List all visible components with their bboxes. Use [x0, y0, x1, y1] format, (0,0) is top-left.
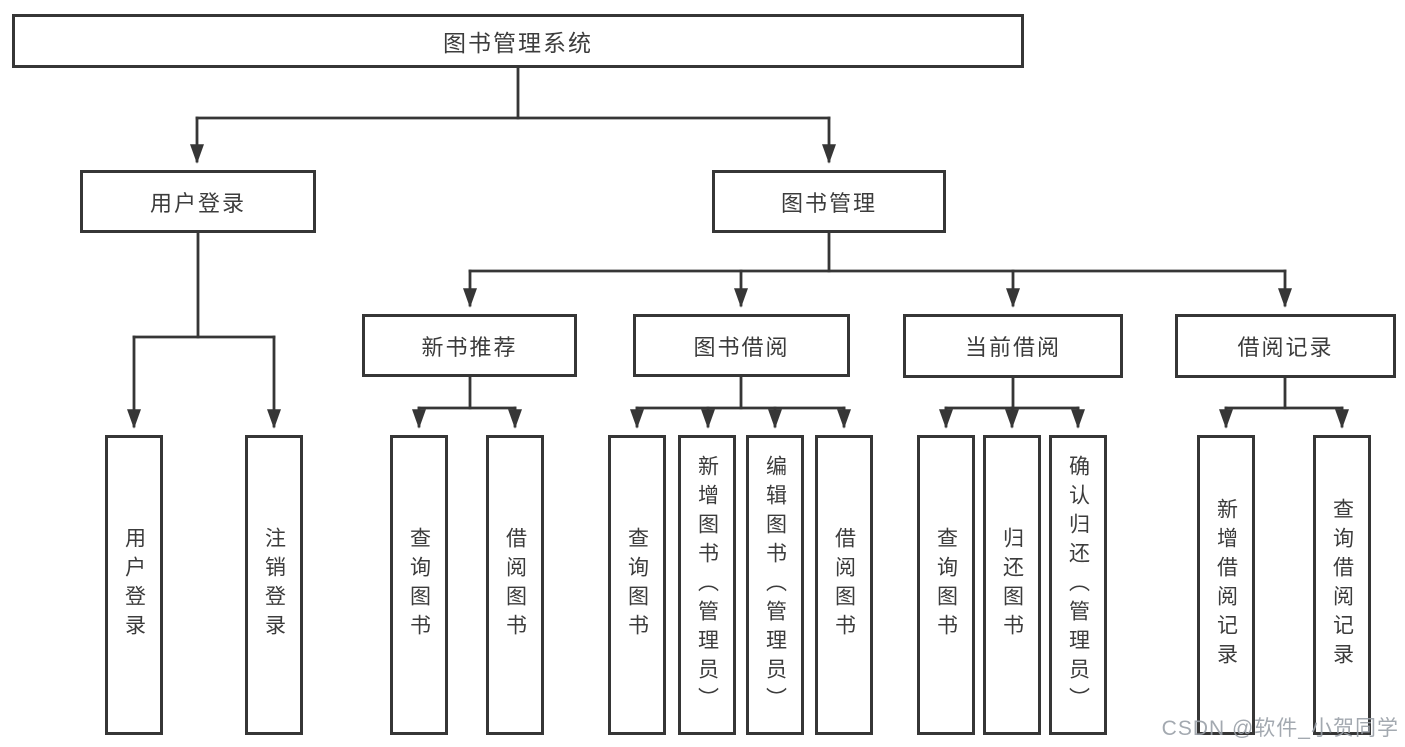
node-user-login-label: 用户登录 [149, 190, 246, 216]
node-leaf-add-borrow-record-label: 新增借阅记录 [1214, 498, 1238, 672]
node-leaf-borrow-books-borrowing: 借阅图书 [815, 435, 873, 735]
node-new-book-recommend: 新书推荐 [362, 314, 577, 377]
node-current-borrowing: 当前借阅 [903, 314, 1123, 378]
node-root-system: 图书管理系统 [12, 14, 1024, 68]
node-book-management-label: 图书管理 [780, 190, 877, 216]
node-user-login: 用户登录 [80, 170, 316, 233]
node-leaf-logout: 注销登录 [245, 435, 303, 735]
node-leaf-confirm-return-admin: 确认归还（管理员） [1049, 435, 1107, 735]
node-leaf-add-book-admin-label: 新增图书（管理员） [695, 454, 719, 716]
node-leaf-query-borrow-record: 查询借阅记录 [1313, 435, 1371, 735]
node-leaf-edit-book-admin-label: 编辑图书（管理员） [763, 454, 787, 716]
node-leaf-return-book-label: 归还图书 [1000, 527, 1024, 643]
node-new-book-recommend-label: 新书推荐 [421, 334, 518, 360]
node-leaf-edit-book-admin: 编辑图书（管理员） [746, 435, 804, 735]
node-leaf-confirm-return-admin-label: 确认归还（管理员） [1066, 454, 1090, 716]
node-leaf-query-borrow-record-label: 查询借阅记录 [1330, 498, 1354, 672]
node-leaf-borrow-books-recommend: 借阅图书 [486, 435, 544, 735]
node-book-management: 图书管理 [712, 170, 946, 233]
node-leaf-query-books-borrowing-label: 查询图书 [625, 527, 649, 643]
node-leaf-add-book-admin: 新增图书（管理员） [678, 435, 736, 735]
node-leaf-query-books-recommend: 查询图书 [390, 435, 448, 735]
node-book-borrowing: 图书借阅 [633, 314, 850, 377]
node-current-borrowing-label: 当前借阅 [964, 335, 1061, 360]
node-root-system-label: 图书管理系统 [443, 30, 593, 56]
node-leaf-user-login: 用户登录 [105, 435, 163, 735]
node-borrowing-records-label: 借阅记录 [1237, 335, 1334, 360]
csdn-watermark: CSDN @软件_小贺同学 [1161, 717, 1399, 740]
node-leaf-query-books-recommend-label: 查询图书 [407, 527, 431, 643]
node-leaf-query-books-borrowing: 查询图书 [608, 435, 666, 735]
node-leaf-add-borrow-record: 新增借阅记录 [1197, 435, 1255, 735]
node-book-borrowing-label: 图书借阅 [693, 334, 790, 360]
node-leaf-query-books-current-label: 查询图书 [934, 527, 958, 643]
node-leaf-logout-label: 注销登录 [262, 527, 286, 643]
node-leaf-query-books-current: 查询图书 [917, 435, 975, 735]
node-leaf-borrow-books-recommend-label: 借阅图书 [503, 527, 527, 643]
node-leaf-user-login-label: 用户登录 [122, 527, 146, 643]
node-borrowing-records: 借阅记录 [1175, 314, 1396, 378]
node-leaf-return-book: 归还图书 [983, 435, 1041, 735]
node-leaf-borrow-books-borrowing-label: 借阅图书 [832, 527, 856, 643]
